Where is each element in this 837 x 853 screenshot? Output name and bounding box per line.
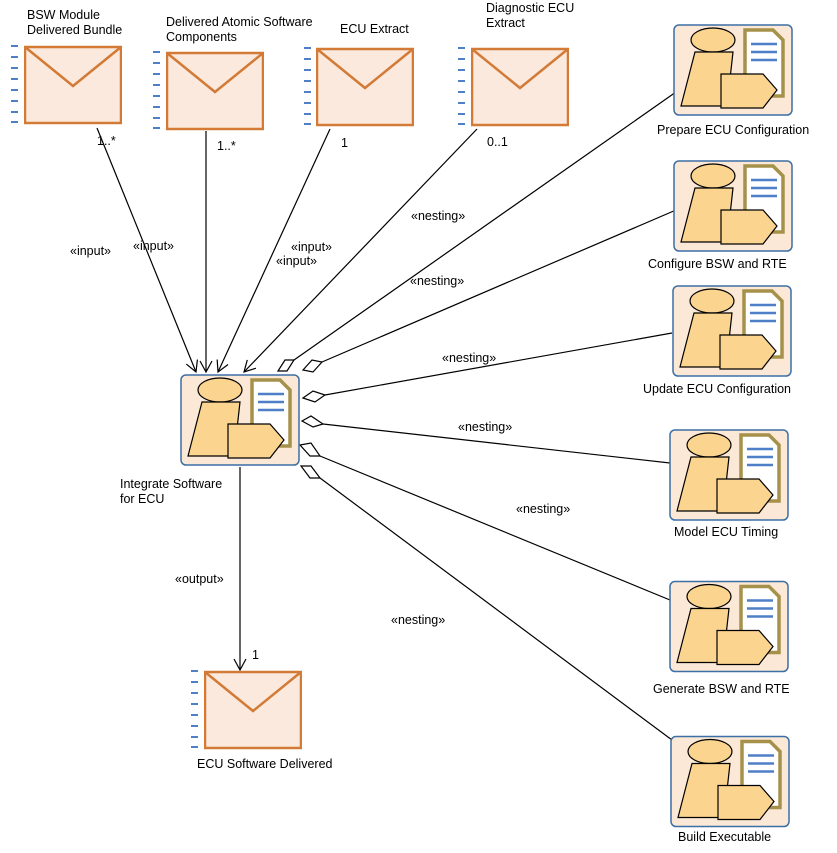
- ecu-sw-delivered-envelope-icon[interactable]: [204, 670, 302, 750]
- build-executable-task-icon[interactable]: [670, 735, 790, 828]
- nesting-label-prepare: «nesting»: [411, 209, 466, 223]
- nesting-line-prepare: [293, 91, 677, 361]
- prepare-ecu-config-task-icon[interactable]: [673, 23, 793, 117]
- input-connectors: [96, 127, 478, 374]
- bsw-module-stereotype: «input»: [70, 244, 112, 258]
- build-executable-label: Build Executable: [678, 830, 772, 844]
- ecu-extract-envelope-icon[interactable]: [316, 47, 414, 127]
- generate-bsw-rte-task-icon[interactable]: [669, 580, 789, 673]
- bsw-module-label: BSW Module Delivered Bundle: [27, 8, 123, 37]
- update-ecu-config-task-icon[interactable]: [672, 284, 792, 378]
- ecu-extract-multiplicity: 1: [341, 136, 348, 150]
- configure-bsw-rte-label: Configure BSW and RTE: [648, 257, 787, 271]
- diag-extract-ports: [458, 47, 466, 125]
- output-stereotype: «output»: [175, 572, 224, 586]
- nesting-line-update: [324, 332, 673, 396]
- ecu-sw-delivered-multiplicity: 1: [252, 648, 259, 662]
- nesting-diamond-build: [299, 465, 322, 479]
- ecu-sw-delivered-label: ECU Software Delivered: [197, 757, 333, 771]
- connector-bsw-module: [96, 127, 199, 374]
- ecu-sw-delivered-ports: [191, 670, 199, 748]
- nesting-line-timing: [322, 423, 671, 464]
- atomic-swc-stereotype: «input»: [133, 239, 175, 253]
- ecu-extract-label: ECU Extract: [340, 22, 409, 36]
- atomic-swc-label: Delivered Atomic Software Components: [166, 15, 313, 44]
- nesting-diamond-generate: [298, 442, 322, 457]
- model-ecu-timing-label: Model ECU Timing: [674, 525, 779, 539]
- diag-extract-envelope-icon[interactable]: [471, 47, 569, 127]
- nesting-diamond-configure: [301, 359, 324, 373]
- atomic-swc-envelope-icon[interactable]: [166, 51, 264, 131]
- nesting-label-update: «nesting»: [442, 351, 497, 365]
- nesting-connectors: [276, 91, 677, 741]
- nesting-line-generate: [319, 455, 671, 601]
- ecu-extract-ports: [304, 47, 312, 125]
- nesting-line-configure: [321, 209, 677, 363]
- nesting-line-build: [319, 477, 673, 741]
- bsw-module-ports: [11, 45, 19, 123]
- atomic-swc-ports: [153, 51, 161, 129]
- configure-bsw-rte-task-icon[interactable]: [673, 159, 793, 253]
- bsw-module-multiplicity: 1..*: [97, 134, 116, 148]
- diag-extract-label: Diagnostic ECU Extract: [486, 1, 575, 30]
- nesting-label-configure: «nesting»: [410, 274, 465, 288]
- diag-extract-multiplicity: 0..1: [487, 135, 508, 149]
- nesting-diamond-timing: [300, 415, 325, 428]
- nesting-label-timing: «nesting»: [458, 420, 513, 434]
- update-ecu-config-label: Update ECU Configuration: [643, 382, 791, 396]
- bsw-module-envelope-icon[interactable]: [24, 45, 122, 125]
- nesting-diamond-update: [301, 390, 327, 403]
- nesting-label-generate: «nesting»: [516, 502, 571, 516]
- diag-extract-stereotype: «input»: [291, 240, 333, 254]
- connector-ecu-extract: [216, 128, 331, 374]
- nesting-label-build: «nesting»: [391, 613, 446, 627]
- integrate-software-label: Integrate Software for ECU: [120, 477, 223, 506]
- generate-bsw-rte-label: Generate BSW and RTE: [653, 682, 790, 696]
- integrate-software-task-icon[interactable]: [180, 373, 300, 467]
- model-ecu-timing-task-icon[interactable]: [669, 429, 789, 521]
- connector-diag-extract: [243, 128, 478, 373]
- nesting-diamond-prepare: [276, 359, 296, 372]
- ecu-extract-stereotype: «input»: [276, 254, 318, 268]
- prepare-ecu-config-label: Prepare ECU Configuration: [657, 123, 810, 137]
- atomic-swc-multiplicity: 1..*: [217, 139, 236, 153]
